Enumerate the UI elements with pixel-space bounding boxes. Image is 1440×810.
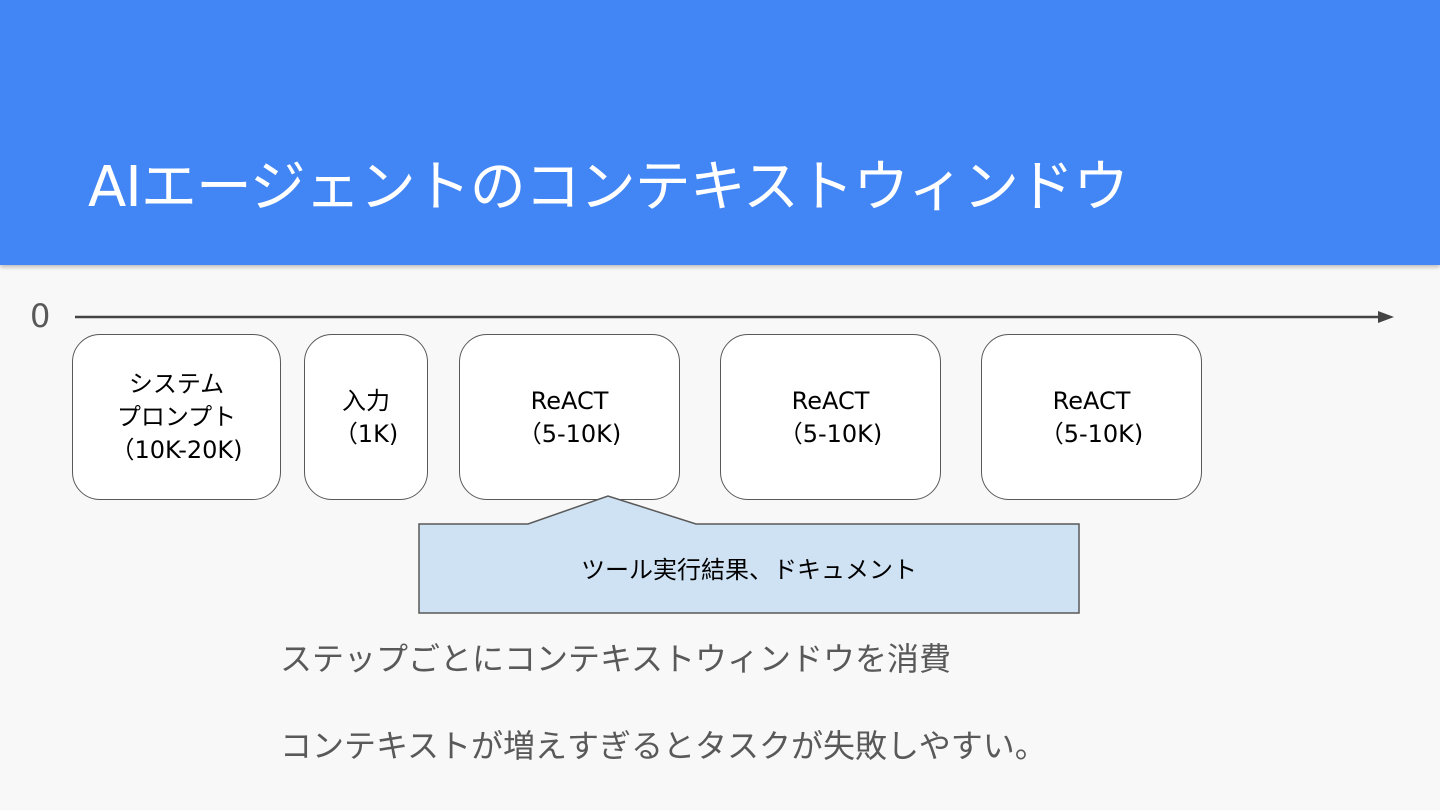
- slide-header: AIエージェントのコンテキストウィンドウ: [0, 0, 1440, 265]
- slide-title: AIエージェントのコンテキストウィンドウ: [88, 155, 1129, 220]
- axis-origin-label: 0: [30, 297, 51, 335]
- block-line: ReACT: [791, 387, 870, 415]
- block-react-1: ReACT （5-10K): [459, 334, 680, 500]
- block-react-3: ReACT （5-10K): [981, 334, 1202, 500]
- block-line: （5-10K): [1039, 420, 1144, 448]
- note-consumption: ステップごとにコンテキストウィンドウを消費: [280, 640, 952, 678]
- block-line: プロンプト: [116, 402, 237, 431]
- note-failure-risk: コンテキストが増えすぎるとタスクが失敗しやすい。: [280, 727, 1047, 765]
- block-line: （1K): [333, 420, 399, 448]
- block-react-2: ReACT （5-10K): [720, 334, 941, 500]
- block-line: 入力: [342, 387, 390, 415]
- block-line: （5-10K): [778, 420, 883, 448]
- block-line: ReACT: [530, 387, 609, 415]
- block-line: ReACT: [1052, 387, 1131, 415]
- callout-label: ツール実行結果、ドキュメント: [581, 556, 917, 584]
- block-input: 入力 （1K): [304, 334, 428, 500]
- block-line: システム: [128, 369, 225, 398]
- block-system-prompt: システム プロンプト （10K-20K): [72, 334, 281, 500]
- block-line: （5-10K): [517, 420, 622, 448]
- block-line: （10K-20K): [110, 435, 243, 464]
